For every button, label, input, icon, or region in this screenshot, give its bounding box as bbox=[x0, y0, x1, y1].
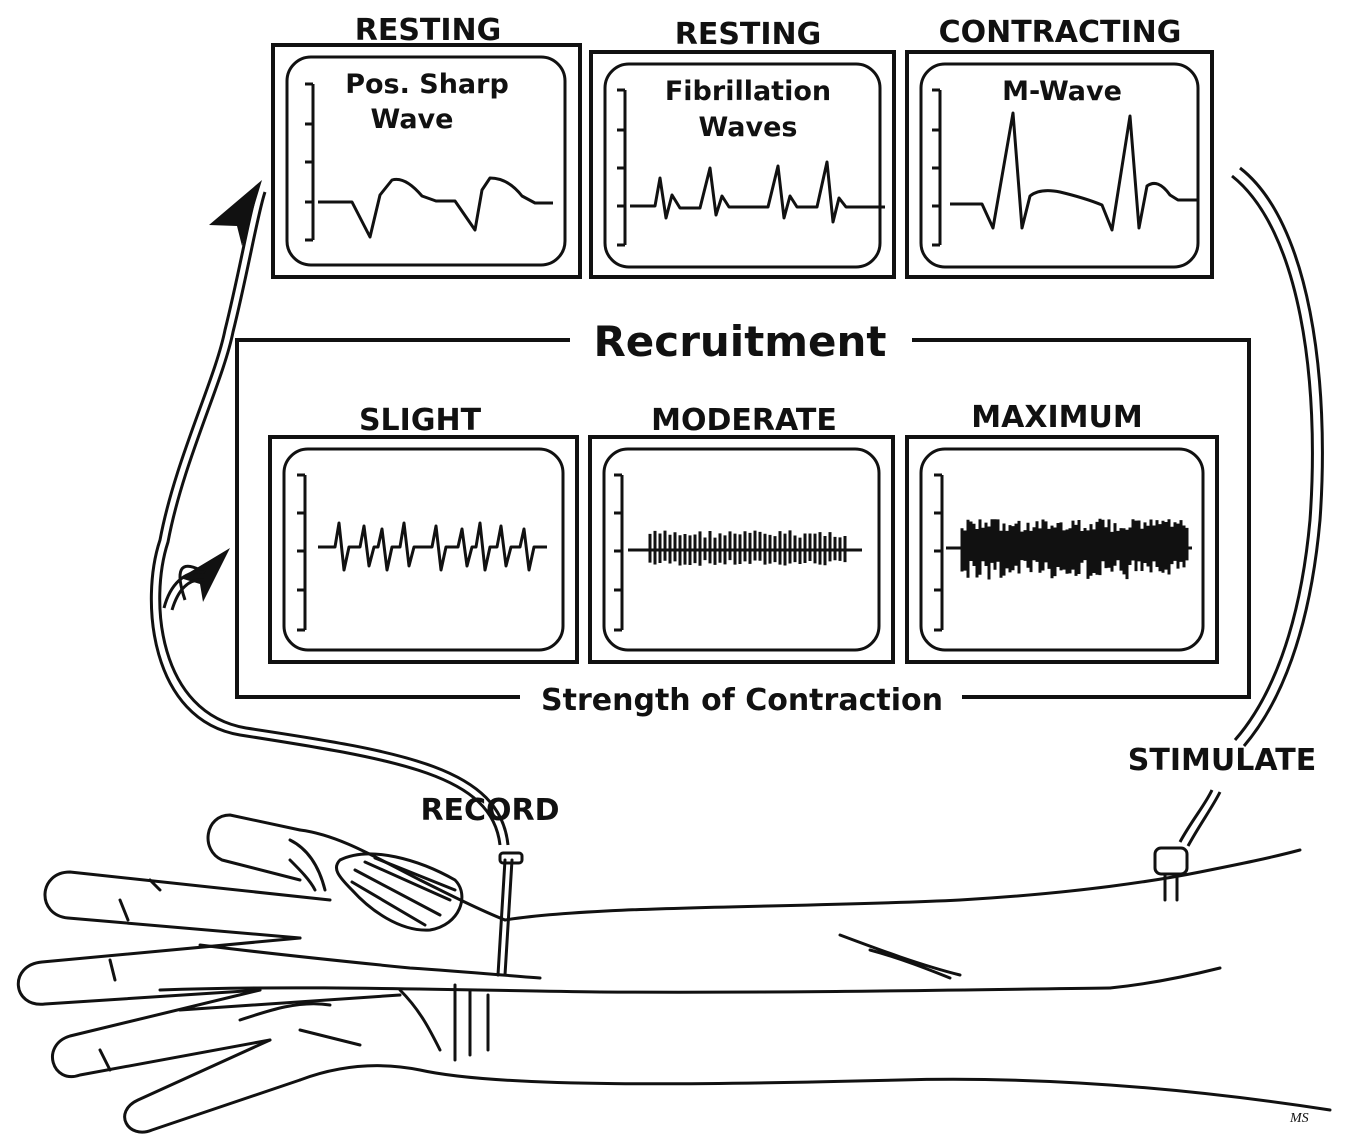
monitor-header: RESTING bbox=[675, 17, 822, 52]
monitor-header: MODERATE bbox=[651, 403, 837, 438]
fibrillation-waves-trace bbox=[630, 162, 885, 222]
monitor-resting-fibrillation-waves: RESTING Fibrillation Waves bbox=[591, 17, 894, 277]
record-label: RECORD bbox=[420, 793, 559, 828]
screen-scale-ruler bbox=[932, 90, 940, 245]
screen-title-line-1: Fibrillation bbox=[665, 76, 831, 107]
recruitment-footer: Strength of Contraction bbox=[541, 683, 943, 718]
screen-title-line: M-Wave bbox=[1002, 76, 1122, 107]
recruitment-title: Recruitment bbox=[593, 317, 886, 366]
monitor-resting-positive-sharp-wave: RESTING Pos. Sharp Wave bbox=[273, 13, 580, 277]
screen-title-line-2: Waves bbox=[698, 112, 797, 143]
screen-scale-ruler bbox=[617, 90, 625, 245]
screen-title-line-1: Pos. Sharp bbox=[345, 69, 509, 100]
screen-scale-ruler bbox=[305, 84, 313, 240]
screen-scale-ruler bbox=[934, 475, 942, 630]
monitor-header: RESTING bbox=[355, 13, 502, 48]
screen-scale-ruler bbox=[614, 475, 622, 630]
recruitment-section: Recruitment Strength of Contraction SLIG… bbox=[237, 317, 1249, 718]
monitor-recruitment-maximum: MAXIMUM bbox=[907, 400, 1217, 662]
monitor-recruitment-moderate: MODERATE bbox=[590, 403, 893, 662]
screen-title-line-2: Wave bbox=[371, 104, 454, 135]
maximum-recruitment-trace bbox=[946, 519, 1192, 580]
positive-sharp-wave-trace bbox=[318, 178, 553, 237]
monitor-contracting-m-wave: CONTRACTING M-Wave bbox=[907, 15, 1212, 277]
record-cable bbox=[151, 180, 508, 845]
moderate-recruitment-trace bbox=[628, 530, 862, 565]
monitor-header: CONTRACTING bbox=[939, 15, 1182, 50]
monitor-recruitment-slight: SLIGHT bbox=[270, 403, 577, 662]
stimulate-label: STIMULATE bbox=[1128, 743, 1316, 778]
m-wave-trace bbox=[950, 113, 1198, 230]
slight-recruitment-trace bbox=[318, 523, 547, 570]
screen-scale-ruler bbox=[297, 475, 305, 630]
artist-signature: MS bbox=[1289, 1111, 1309, 1126]
forearm-hand-illustration bbox=[18, 815, 1330, 1132]
monitor-header: SLIGHT bbox=[359, 403, 482, 438]
monitor-header: MAXIMUM bbox=[971, 400, 1142, 435]
